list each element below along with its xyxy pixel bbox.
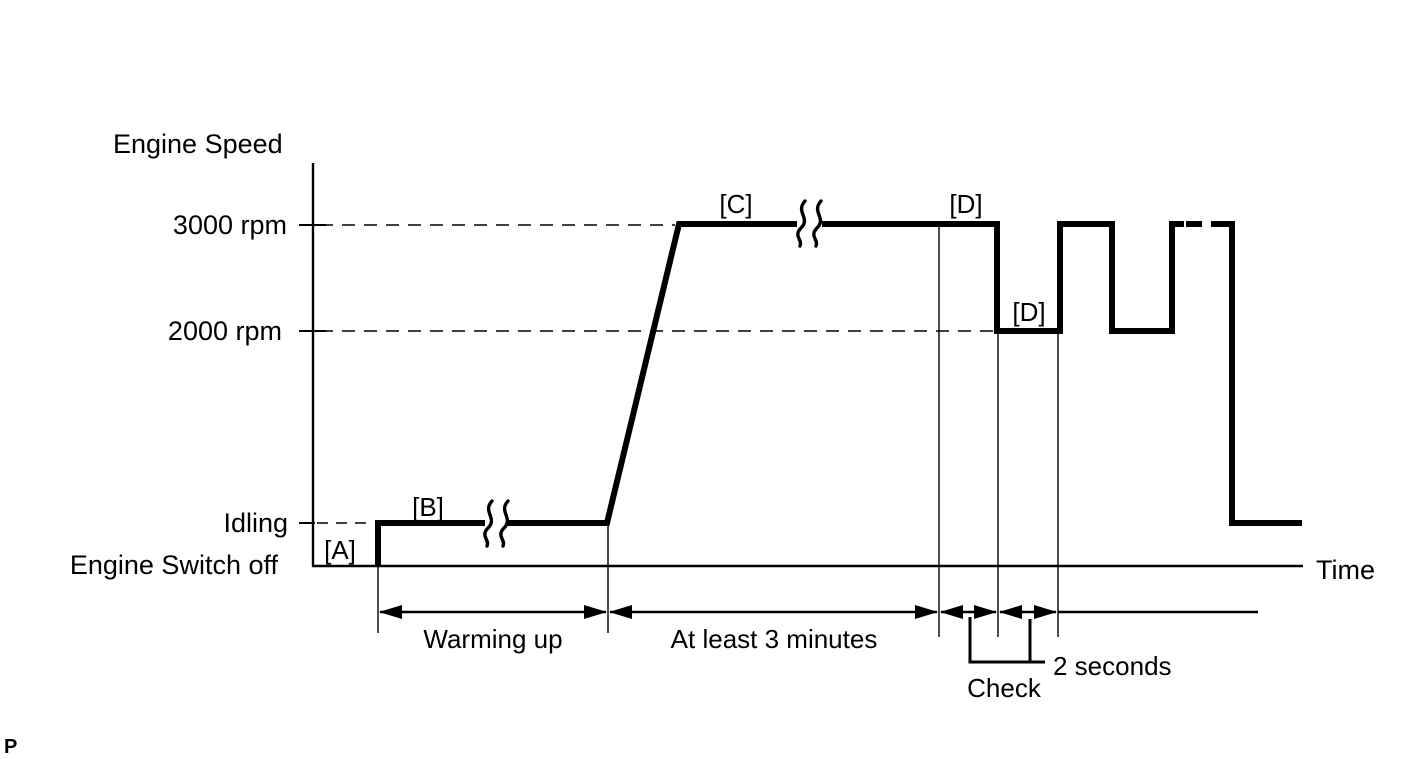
time-break-squiggle-3000-1 [796,199,807,248]
curve-label-d-low: [D] [1012,297,1045,327]
curve-label-a: [A] [324,535,356,565]
waveform-return-idle [1226,221,1302,526]
annotation-at-least-3-minutes: At least 3 minutes [671,624,878,654]
annotation-check: Check [967,673,1042,703]
time-break-squiggle-idle-1 [483,499,494,548]
waveform-check-pulses [822,221,1184,334]
curve-label-b: [B] [412,492,444,522]
time-break-squiggle-idle-2 [499,499,510,548]
annotation-warming-up: Warming up [423,624,562,654]
tick-label-2000rpm: 2000 rpm [168,316,282,346]
annotation-2-seconds: 2 seconds [1053,651,1172,681]
waveform-ramp-3000 [508,221,797,526]
tick-label-3000rpm: 3000 rpm [173,210,287,240]
y-axis-title: Engine Speed [113,129,283,159]
time-break-squiggle-3000-2 [812,199,823,248]
curve-label-d-high: [D] [949,189,982,219]
waveform-start-idle [375,520,485,566]
page-marker: P [4,736,17,758]
check-bracket [968,617,1045,664]
tick-label-idling: Idling [223,508,288,538]
tick-label-engine-switch-off: Engine Switch off [70,550,279,580]
x-axis-title: Time [1316,555,1375,585]
curve-label-c: [C] [719,189,752,219]
